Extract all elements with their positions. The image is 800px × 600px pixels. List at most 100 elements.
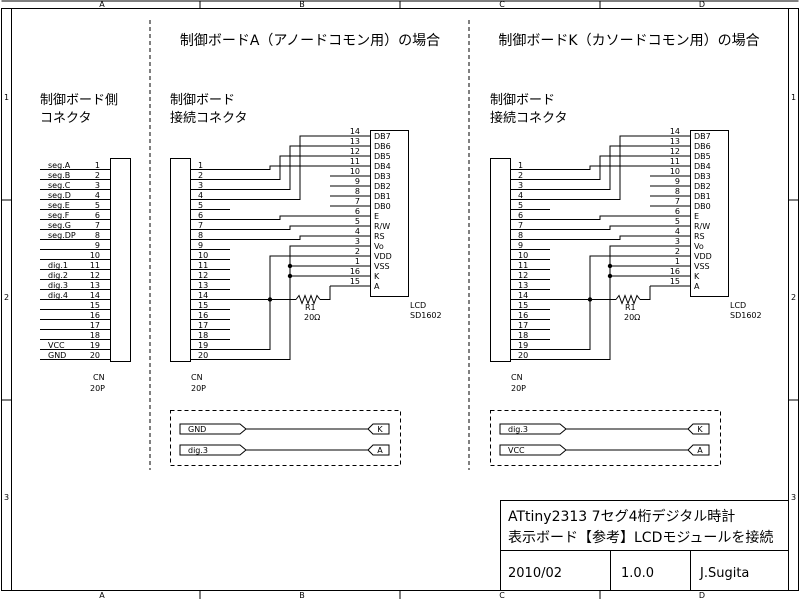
lcd-pin-number: 5 (675, 217, 680, 226)
lcd-pin-name: DB0 (694, 202, 711, 211)
connector-body (110, 158, 131, 362)
board-connector-pin-number: 8 (198, 231, 203, 240)
lcd-pin-name: A (694, 282, 700, 291)
lcd-pin-name: DB0 (374, 202, 391, 211)
board-connector-pin-number: 14 (518, 291, 528, 300)
data-wire (550, 155, 650, 180)
title-block-author: J.Sugita (699, 566, 749, 581)
board-connector-pin-number: 7 (198, 221, 203, 230)
vss-wire (230, 265, 330, 360)
resistor-value: 20Ω (624, 313, 640, 322)
connector-pin-number: 1 (95, 161, 100, 170)
lcd-label: SD1602 (410, 311, 442, 320)
rw-wire (230, 225, 330, 230)
rs-wire (550, 235, 650, 240)
lcd-pin-number: 6 (675, 207, 680, 216)
lcd-pin-number: 9 (355, 177, 360, 186)
connector-pin-signal: seg.D (48, 191, 71, 200)
port-pin-flag (367, 423, 390, 435)
lcd-pin-number: 6 (355, 207, 360, 216)
data-wire (550, 135, 650, 200)
connector-pin-number: 20 (90, 351, 100, 360)
lcd-pin-number: 13 (670, 137, 680, 146)
lcd-pin-name: K (694, 272, 700, 281)
left-connector-title-line2: コネクタ (40, 111, 91, 126)
board-connector-pin-number: 6 (198, 211, 203, 220)
board-connector-pin-number: 14 (198, 291, 208, 300)
board-connector-pin-number: 7 (518, 221, 523, 230)
lcd-pin-number: 9 (675, 177, 680, 186)
board-connector-label: CN (511, 373, 523, 382)
lcd-pin-name: DB3 (694, 172, 711, 181)
board-connector-pin-number: 2 (198, 171, 203, 180)
port-net-flag (499, 444, 567, 456)
connector-pin-signal: seg.F (48, 211, 70, 220)
board-connector-pin-number: 9 (198, 241, 203, 250)
row-label-left: 2 (4, 293, 9, 302)
connector-pin-number: 17 (90, 321, 100, 330)
lcd-pin-number: 10 (670, 167, 680, 176)
lcd-pin-number: 8 (675, 187, 680, 196)
vo-wire (289, 245, 330, 266)
lcd-pin-number: 16 (670, 267, 680, 276)
lcd-pin-name: DB4 (694, 162, 711, 171)
column-label-bottom: C (499, 591, 505, 600)
lcd-pin-number: 11 (350, 157, 360, 166)
lcd-pin-name: VDD (374, 252, 392, 261)
lcd-pin-name: A (374, 282, 380, 291)
resistor-r1 (615, 294, 641, 305)
lcd-pin-name: VSS (694, 262, 710, 271)
junction-dot (267, 297, 273, 302)
board-connector-pin-number: 11 (518, 261, 528, 270)
lcd-pin-name: DB4 (374, 162, 391, 171)
lcd-pin-name: DB6 (694, 142, 711, 151)
lcd-pin-name: Vo (694, 242, 704, 251)
lcd-pin-number: 15 (670, 277, 680, 286)
resistor-lead (640, 286, 651, 300)
port-pin-flag (687, 423, 710, 435)
lcd-pin-number: 4 (355, 227, 360, 236)
board-connector-pin-number: 17 (198, 321, 208, 330)
cathode-section-title: 制御ボードK（カソードコモン用）の場合 (498, 33, 759, 49)
data-wire (230, 135, 330, 200)
lcd-pin-name: VDD (694, 252, 712, 261)
lcd-pin-number: 3 (355, 237, 360, 246)
vdd-wire (230, 255, 330, 350)
lcd-pin-number: 13 (350, 137, 360, 146)
connector-pin-number: 7 (95, 221, 100, 230)
connector-pin-number: 2 (95, 171, 100, 180)
connector-pin-number: 4 (95, 191, 100, 200)
lcd-body (690, 130, 729, 297)
board-connector-pin-number: 9 (518, 241, 523, 250)
lcd-pin-name: RS (694, 232, 705, 241)
row-label-right: 2 (791, 293, 796, 302)
port-pin-name: A (697, 446, 703, 455)
lcd-pin-number: 16 (350, 267, 360, 276)
board-connector-pin-number: 18 (198, 331, 208, 340)
lcd-pin-number: 2 (355, 247, 360, 256)
board-connector-pin-number: 4 (518, 191, 523, 200)
connector-pin-signal: seg.E (48, 201, 70, 210)
connector-pin-number: 15 (90, 301, 100, 310)
board-connector-pin-number: 15 (198, 301, 208, 310)
connector-pin-number: 5 (95, 201, 100, 210)
board-connector-pin-number: 19 (518, 341, 528, 350)
title-block-frame (500, 500, 789, 591)
board-connector-pin-number: 20 (518, 351, 528, 360)
connector-pin-signal: seg.B (48, 171, 70, 180)
lcd-pin-number: 11 (670, 157, 680, 166)
anode-circuit: 制御ボード接続コネクタ12345678910111213141516171819… (170, 93, 442, 466)
board-connector-pin-number: 3 (518, 181, 523, 190)
board-connector-pin-number: 16 (518, 311, 528, 320)
resistor-ref: R1 (305, 303, 316, 312)
board-connector-pin-number: 5 (198, 201, 203, 210)
board-connector-pin-number: 4 (198, 191, 203, 200)
connector-pin-signal: seg.A (48, 161, 71, 170)
connector-pin-number: 18 (90, 331, 100, 340)
column-label-top: D (699, 0, 705, 9)
column-label-top: C (499, 0, 505, 9)
connector-pin-signal: seg.DP (48, 231, 76, 240)
